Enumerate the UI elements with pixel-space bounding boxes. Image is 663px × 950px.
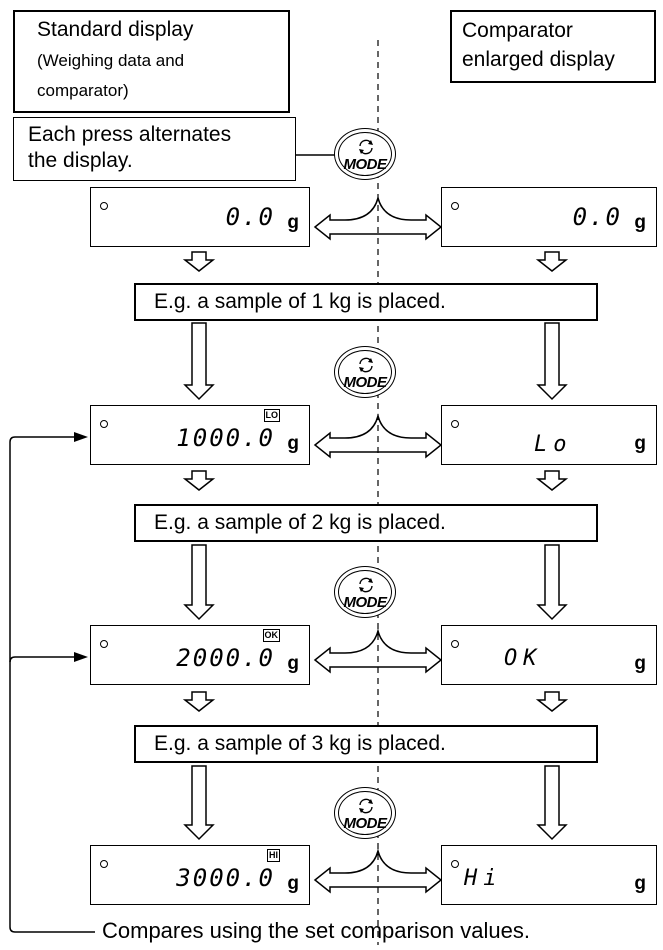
mode-button-label: MODE — [343, 374, 388, 391]
stable-mark-icon — [100, 420, 108, 428]
down-arrow-small — [182, 251, 216, 272]
comparator-value: Lo — [534, 432, 573, 457]
comparator-value: OK — [504, 646, 543, 671]
standard-display: LO 1000.0 g — [90, 405, 310, 465]
unit-label: g — [634, 433, 646, 454]
unit-label: g — [634, 873, 646, 894]
unit-label: g — [634, 212, 646, 233]
comparator-display: OK g — [441, 625, 657, 685]
stable-mark-icon — [100, 202, 108, 210]
mode-button-label: MODE — [343, 815, 388, 832]
sample-instruction: E.g. a sample of 3 kg is placed. — [134, 725, 598, 763]
cycle-icon — [359, 139, 373, 155]
standard-display: OK 2000.0 g — [90, 625, 310, 685]
stable-mark-icon — [100, 640, 108, 648]
sample-instruction: E.g. a sample of 1 kg is placed. — [134, 283, 598, 321]
mode-button[interactable]: MODE — [334, 346, 396, 398]
comparator-display: Lo g — [441, 405, 657, 465]
sample-instruction: E.g. a sample of 2 kg is placed. — [134, 504, 598, 542]
comparator-indicator: OK — [262, 629, 280, 642]
down-arrow-small — [182, 691, 216, 712]
mode-button[interactable]: MODE — [334, 128, 396, 180]
mode-button[interactable]: MODE — [334, 566, 396, 618]
feedback-loop — [9, 436, 95, 933]
down-arrow-long — [536, 765, 568, 841]
unit-label: g — [287, 653, 299, 674]
down-arrow-long — [183, 322, 215, 401]
standard-display: 0.0 g — [90, 187, 310, 247]
down-arrow-small — [535, 691, 569, 712]
stable-mark-icon — [451, 420, 459, 428]
standard-display-title: Standard display — [37, 18, 194, 41]
mode-button-label: MODE — [343, 594, 388, 611]
weight-value: 0.0 — [225, 203, 275, 231]
feedback-branch — [9, 656, 75, 663]
note-line1: Each press alternates — [28, 123, 232, 146]
down-arrow-long — [183, 544, 215, 621]
weight-value: 1000.0 — [176, 424, 275, 452]
standard-display-sub2: comparator) — [37, 81, 129, 100]
down-arrow-long — [536, 322, 568, 401]
unit-label: g — [287, 873, 299, 894]
feedback-arrowhead — [74, 432, 88, 442]
standard-display: HI 3000.0 g — [90, 845, 310, 905]
down-arrow-small — [535, 470, 569, 491]
unit-label: g — [634, 653, 646, 674]
comparator-indicator: LO — [263, 409, 280, 422]
comparator-display: 0.0 g — [441, 187, 657, 247]
down-arrow-small — [182, 470, 216, 491]
comparator-indicator: HI — [267, 849, 280, 862]
note-box: Each press alternates the display. — [13, 117, 296, 181]
comparator-value: Hi — [464, 866, 503, 891]
comparator-value: 0.0 — [572, 203, 622, 231]
down-arrow-long — [183, 765, 215, 841]
cycle-icon — [359, 798, 373, 814]
down-arrow-small — [535, 251, 569, 272]
mode-button[interactable]: MODE — [334, 787, 396, 839]
cycle-icon — [359, 357, 373, 373]
comparator-header-line2: enlarged display — [462, 48, 615, 71]
comparator-header-line1: Comparator — [462, 19, 573, 42]
stable-mark-icon — [451, 202, 459, 210]
weight-value: 2000.0 — [176, 644, 275, 672]
footer-caption: Compares using the set comparison values… — [102, 918, 530, 943]
cycle-icon — [359, 577, 373, 593]
toggle-arrow-3 — [313, 628, 443, 674]
feedback-arrowhead — [74, 652, 88, 662]
stable-mark-icon — [451, 640, 459, 648]
stable-mark-icon — [451, 860, 459, 868]
weight-value: 3000.0 — [176, 864, 275, 892]
standard-display-header: Standard display (Weighing data and comp… — [13, 10, 290, 113]
mode-button-label: MODE — [343, 156, 388, 173]
toggle-arrow-2 — [313, 413, 443, 459]
unit-label: g — [287, 433, 299, 454]
standard-display-sub1: (Weighing data and — [37, 51, 185, 70]
toggle-arrow-1 — [313, 195, 443, 241]
note-line2: the display. — [28, 149, 133, 172]
comparator-display-header: Comparator enlarged display — [450, 10, 656, 83]
comparator-display: Hi g — [441, 845, 657, 905]
toggle-arrow-4 — [313, 848, 443, 894]
stable-mark-icon — [100, 860, 108, 868]
down-arrow-long — [536, 544, 568, 621]
unit-label: g — [287, 212, 299, 233]
